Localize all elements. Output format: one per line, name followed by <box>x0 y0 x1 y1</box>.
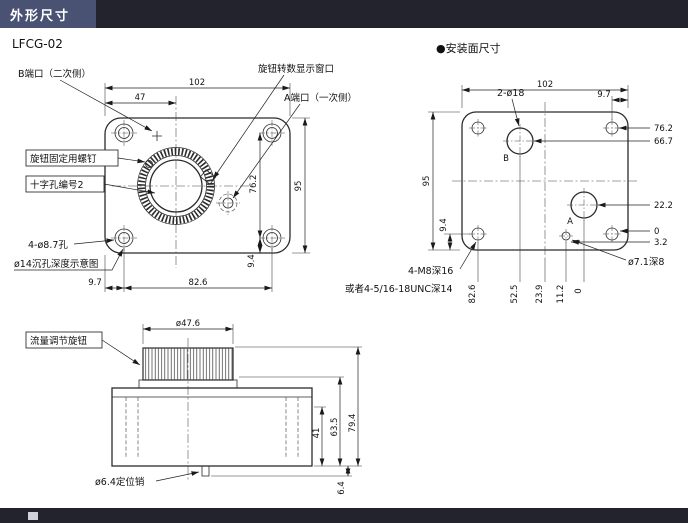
dim-front-height: 95 <box>294 181 304 192</box>
dim-knob-dia: ø47.6 <box>176 319 200 329</box>
dim-mount-r1: 66.7 <box>654 137 673 147</box>
dim-front-port-span: 76.2 <box>249 175 259 194</box>
dim-front-edge-offset: 9.7 <box>88 278 102 288</box>
mounting-section-title: ●安装面尺寸 <box>436 42 501 55</box>
pin-hole <box>559 229 573 243</box>
dim-mount-r0: 76.2 <box>654 124 673 134</box>
dim-side-total-height: 79.4 <box>348 414 358 433</box>
a-port-letter: A <box>567 217 573 227</box>
callout-locating-pin: ø6.4定位销 <box>95 476 145 488</box>
callout-b-port: B端口（二次侧） <box>18 68 91 80</box>
model-code: LFCG-02 <box>12 37 63 51</box>
callout-flow-knob: 流量调节旋钮 <box>30 335 88 347</box>
m8-hole <box>603 225 621 243</box>
m8-hole <box>603 119 621 137</box>
turn-indicator-window <box>199 169 217 185</box>
knob-knurl <box>142 347 234 381</box>
page-title: 外形尺寸 <box>10 9 71 24</box>
front-view-drawing: 102 47 95 76.2 9.4 9.7 82.6 B端口（二次侧） 旋钮转… <box>14 63 357 292</box>
knob-front <box>137 147 215 225</box>
callout-tap: 4-M8深16 <box>408 266 453 277</box>
footer-page-marker <box>28 512 38 520</box>
b-port-mark <box>152 131 162 141</box>
dim-mount-b3: 11.2 <box>556 285 566 304</box>
dim-mount-r2: 22.2 <box>654 201 673 211</box>
bolt-hole <box>111 225 137 251</box>
bolt-hole <box>259 225 285 251</box>
dim-front-bottom-offset: 9.4 <box>247 254 257 268</box>
dim-mount-b1: 52.5 <box>510 285 520 304</box>
dim-side-body-height: 63.5 <box>330 418 340 437</box>
bolt-hole <box>259 120 285 146</box>
m8-hole <box>469 225 487 243</box>
callout-port-dia: 2-ø18 <box>497 88 524 99</box>
dim-mount-b0: 82.6 <box>468 285 478 304</box>
callout-tap-alt: 或者4-5/16-18UNC深14 <box>345 283 453 295</box>
callout-knob-screw: 旋钮固定用螺钉 <box>30 153 97 165</box>
dim-mount-bolt-offset: 9.4 <box>439 218 449 232</box>
page-header-bar: 外形尺寸 <box>0 0 688 28</box>
dim-mount-r4: 3.2 <box>654 238 668 248</box>
side-view-drawing: ø47.6 41 63.5 79.4 6.4 流量调节旋钮 ø6.4定位销 <box>25 319 362 495</box>
dim-front-bolt-span: 82.6 <box>189 278 208 288</box>
page-footer-bar <box>0 508 688 523</box>
dim-mount-b2: 23.9 <box>535 285 545 304</box>
callout-a-port: A端口（一次侧） <box>284 92 357 104</box>
m8-hole <box>469 119 487 137</box>
dim-mount-b4: 0 <box>574 288 584 293</box>
dim-mount-right-offset: 9.7 <box>597 90 611 100</box>
bolt-hole <box>111 120 137 146</box>
header-accent <box>0 0 96 28</box>
b-port-letter: B <box>503 154 509 164</box>
callout-knob-window: 旋钮转数显示窗口 <box>258 63 334 75</box>
dim-front-width: 102 <box>189 78 205 88</box>
dim-side-inner-height: 41 <box>312 428 322 439</box>
dim-front-half-width: 47 <box>135 93 146 103</box>
mounting-view-drawing: B A 102 9.7 95 9.4 <box>345 80 673 303</box>
dim-mount-height: 95 <box>422 176 432 187</box>
dim-mount-width: 102 <box>537 80 553 90</box>
dim-mount-r3: 0 <box>654 227 659 237</box>
b-port-hole <box>503 124 537 158</box>
callout-bolt-holes: 4-ø8.7孔 <box>28 240 68 251</box>
a-port-front <box>216 191 240 215</box>
knob-lock-screw <box>145 160 153 168</box>
locating-pin <box>201 465 210 477</box>
callout-cross-hole: 十字孔编号2 <box>30 179 84 191</box>
dim-pin-length: 6.4 <box>337 481 347 495</box>
callout-pin-hole: ø7.1深8 <box>628 257 664 268</box>
a-port-hole <box>567 188 601 222</box>
callout-counterbore-note: ø14沉孔深度示意图 <box>14 258 98 270</box>
